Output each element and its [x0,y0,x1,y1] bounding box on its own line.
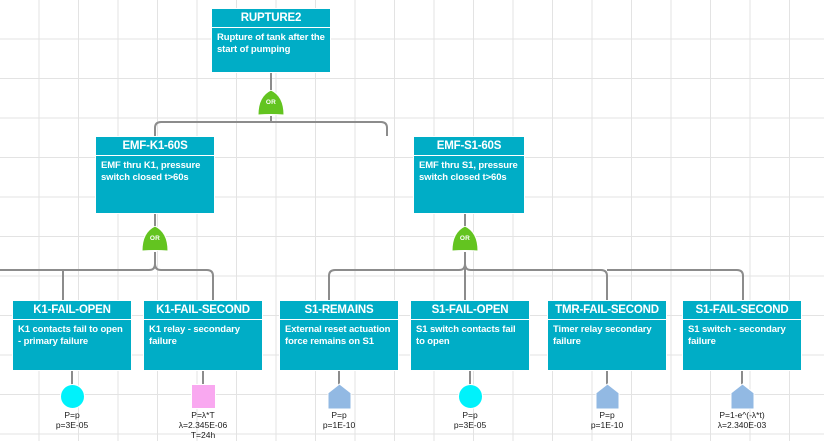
event-description: External reset actuation force remains o… [285,324,391,347]
basic-event-circle-symbol-k1-fail-open[interactable] [60,384,85,409]
event-description: Rupture of tank after the start of pumpi… [217,32,325,55]
house-icon [730,383,755,410]
event-node-s1-fail-open[interactable]: S1-FAIL-OPEN S1 switch contacts fail to … [410,300,530,371]
basic-event-house-symbol-tmr-fail-second[interactable] [595,383,620,410]
basic-event-house-symbol-s1-fail-second[interactable] [730,383,755,410]
event-node-rupture2[interactable]: RUPTURE2 Rupture of tank after the start… [211,8,331,73]
or-gate-icon [257,90,285,116]
or-gate-icon [451,226,479,252]
basic-event-square-symbol-k1-fail-second[interactable] [191,384,216,409]
event-node-tmr-fail-second[interactable]: TMR-FAIL-SECOND Timer relay secondary fa… [547,300,667,371]
event-description: Timer relay secondary failure [553,324,652,347]
event-description: S1 switch - secondary failure [688,324,786,347]
event-node-k1-fail-open[interactable]: K1-FAIL-OPEN K1 contacts fail to open - … [12,300,132,371]
probability-label-s1-remains: P=p p=1E-10 [322,410,356,430]
probability-label-tmr-fail-second: P=p p=1E-10 [590,410,624,430]
or-gate-label: OR [265,99,277,106]
event-title: RUPTURE2 [212,9,330,28]
event-title: K1-FAIL-OPEN [13,301,131,320]
event-node-k1-fail-second[interactable]: K1-FAIL-SECOND K1 relay - secondary fail… [143,300,263,371]
probability-label-k1-fail-open: P=p p=3E-05 [55,410,89,430]
or-gate-top[interactable]: OR [256,90,286,116]
basic-event-house-symbol-s1-remains[interactable] [327,383,352,410]
event-node-s1-fail-second[interactable]: S1-FAIL-SECOND S1 switch - secondary fai… [682,300,802,371]
probability-label-k1-fail-second: P=λ*T λ=2.345E-06 T=24h [178,410,228,440]
event-title: K1-FAIL-SECOND [144,301,262,320]
or-gate-emf-s1-60s[interactable]: OR [450,226,480,252]
event-title: TMR-FAIL-SECOND [548,301,666,320]
event-node-emf-s1-60s[interactable]: EMF-S1-60S EMF thru S1, pressure switch … [413,136,525,214]
event-description: K1 relay - secondary failure [149,324,240,347]
house-icon [595,383,620,410]
event-node-s1-remains[interactable]: S1-REMAINS External reset actuation forc… [279,300,399,371]
event-title: S1-REMAINS [280,301,398,320]
or-gate-label: OR [149,235,161,242]
event-title: EMF-S1-60S [414,137,524,156]
event-title: S1-FAIL-SECOND [683,301,801,320]
event-node-emf-k1-60s[interactable]: EMF-K1-60S EMF thru K1, pressure switch … [95,136,215,214]
or-gate-emf-k1-60s[interactable]: OR [140,226,170,252]
event-description: S1 switch contacts fail to open [416,324,516,347]
event-title: EMF-K1-60S [96,137,214,156]
event-description: K1 contacts fail to open - primary failu… [18,324,123,347]
or-gate-icon [141,226,169,252]
event-description: EMF thru S1, pressure switch closed t>60… [419,160,518,183]
probability-label-s1-fail-second: P=1-e^(-λ*t) λ=2.340E-03 [717,410,767,430]
or-gate-label: OR [459,235,471,242]
event-title: S1-FAIL-OPEN [411,301,529,320]
basic-event-circle-symbol-s1-fail-open[interactable] [458,384,483,409]
house-icon [327,383,352,410]
probability-label-s1-fail-open: P=p p=3E-05 [453,410,487,430]
event-description: EMF thru K1, pressure switch closed t>60… [101,160,201,183]
